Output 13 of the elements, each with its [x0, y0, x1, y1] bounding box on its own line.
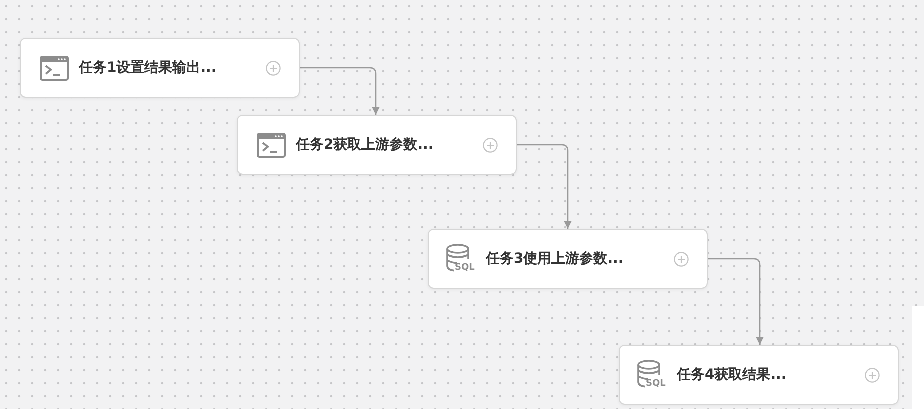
task-name: 任务1设置结果输出... — [79, 58, 217, 78]
arrow — [708, 258, 764, 345]
task-name: 任务2获取上游参数... — [296, 136, 434, 154]
task-node — [237, 115, 517, 175]
task-name: 任务4获取结果... — [677, 366, 787, 384]
arrow — [517, 144, 572, 229]
task-name: 任务3使用上游参数... — [486, 250, 624, 268]
icon-label: SQL — [646, 378, 666, 390]
task-node — [619, 345, 899, 405]
arrow — [300, 67, 380, 115]
task-node — [20, 38, 300, 98]
icon-label: SQL — [455, 262, 475, 274]
task-node — [428, 229, 708, 289]
